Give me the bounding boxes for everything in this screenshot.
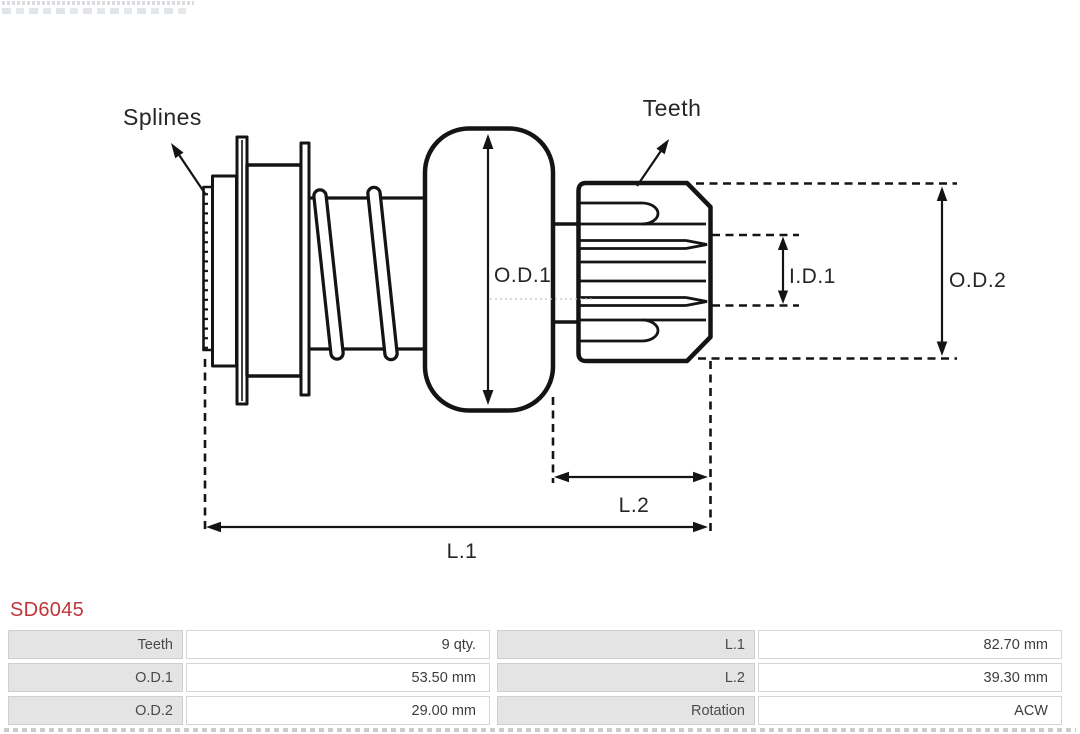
rear-flange [299, 141, 311, 397]
spec-value: 53.50 mm [186, 663, 490, 692]
shaft-collar [211, 174, 238, 368]
l2-dimension-label: L.2 [619, 494, 650, 517]
od1-dimension-label: O.D.1 [494, 264, 551, 287]
spec-value: ACW [758, 696, 1062, 725]
id1-dimension-label: I.D.1 [789, 265, 836, 288]
spec-label: Teeth [8, 630, 183, 659]
spec-label: L.2 [497, 663, 755, 692]
starter-drive-diagram: Splines Teeth O.D.1 I.D.1 O.D.2 L.2 L.1 [123, 95, 1006, 563]
spec-value: 82.70 mm [758, 630, 1062, 659]
spec-row: Teeth 9 qty. L.1 82.70 mm [8, 630, 1062, 659]
watermark-fragment-top [2, 1, 194, 5]
spec-label: Rotation [497, 696, 755, 725]
spec-label: O.D.1 [8, 663, 183, 692]
spec-value: 29.00 mm [186, 696, 490, 725]
dimension-arrows [206, 134, 948, 533]
od2-dimension-label: O.D.2 [949, 269, 1006, 292]
splines-arrow-icon [171, 143, 184, 159]
pinion-gear [576, 180, 713, 364]
spec-row: O.D.2 29.00 mm Rotation ACW [8, 696, 1062, 725]
watermark-fragment-bottom [2, 8, 190, 14]
part-number: SD6045 [10, 599, 85, 621]
splines-callout-label: Splines [123, 104, 202, 130]
gear-teeth-lines [580, 201, 708, 343]
spec-label: L.1 [497, 630, 755, 659]
hub-cylinder [245, 163, 303, 378]
l1-dimension-label: L.1 [447, 540, 478, 563]
drive-body [202, 135, 426, 406]
teeth-arrow-icon [656, 139, 669, 155]
return-spring-coils [312, 185, 399, 362]
clipped-next-row-border [4, 728, 1076, 732]
spec-label: O.D.2 [8, 696, 183, 725]
extension-lines [203, 182, 957, 533]
callout-arrows [171, 139, 669, 196]
spec-value: 9 qty. [186, 630, 490, 659]
spec-table: Teeth 9 qty. L.1 82.70 mm O.D.1 53.50 mm… [8, 630, 1062, 729]
pinion-shaft [553, 222, 578, 324]
teeth-callout-label: Teeth [643, 95, 702, 121]
spec-row: O.D.1 53.50 mm L.2 39.30 mm [8, 663, 1062, 692]
spec-value: 39.30 mm [758, 663, 1062, 692]
